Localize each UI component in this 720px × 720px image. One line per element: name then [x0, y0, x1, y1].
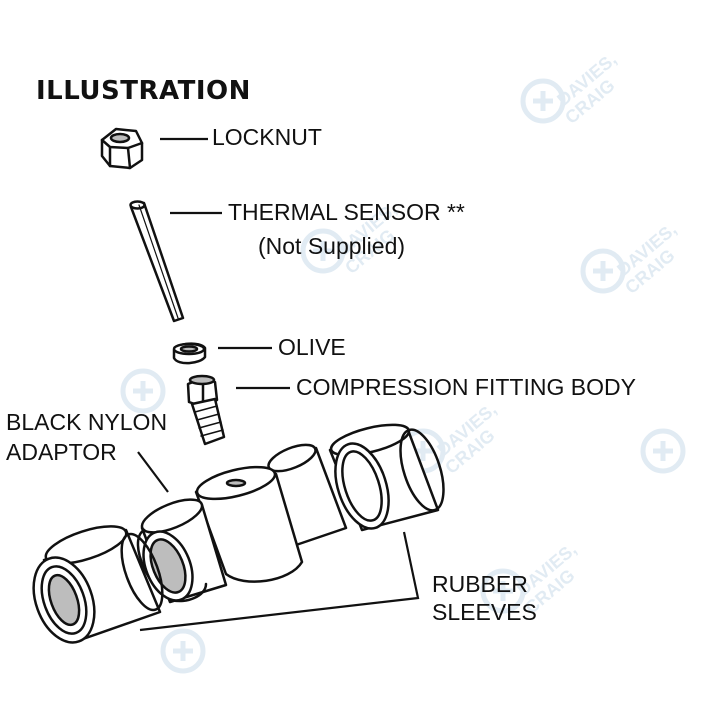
- black-nylon-adaptor-part: [136, 443, 348, 604]
- thermal-sensor-label: THERMAL SENSOR **: [228, 199, 465, 225]
- thermal-sensor-part: [129, 200, 185, 323]
- davies-craig-logo-icon: [160, 628, 206, 674]
- olive-label: OLIVE: [278, 334, 346, 360]
- locknut-label: LOCKNUT: [212, 124, 322, 150]
- illustration-heading: ILLUSTRATION: [36, 76, 251, 106]
- rubber-sleeves-label-line2: SLEEVES: [432, 599, 537, 625]
- not-supplied-note: (Not Supplied): [258, 233, 406, 259]
- watermark: DAVIES, CRAIG: [580, 219, 700, 300]
- adaptor-label-line1: BLACK NYLON: [6, 409, 168, 435]
- watermark: DAVIES, CRAIG: [520, 49, 640, 130]
- davies-craig-logo-icon: [300, 228, 346, 274]
- watermark: DAVIES, CRAIG: [480, 539, 600, 620]
- watermark: [640, 420, 720, 480]
- davies-craig-logo-icon: [580, 248, 626, 294]
- adaptor-label-line2: ADAPTOR: [6, 439, 117, 465]
- adaptor-leader: [137, 451, 169, 493]
- watermark: DAVIES, CRAIG: [300, 199, 420, 280]
- rubber-sleeves-label-line1: RUBBER: [432, 571, 528, 597]
- watermark: [120, 360, 240, 420]
- rubber-sleeve-left-part: [32, 525, 164, 644]
- davies-craig-logo-icon: [640, 428, 686, 474]
- sleeves-leader: [139, 531, 420, 632]
- davies-craig-logo-icon: [520, 78, 566, 124]
- davies-craig-logo-icon: [480, 568, 526, 614]
- compression-fitting-body-part: [186, 374, 226, 446]
- watermark: [160, 620, 280, 680]
- davies-craig-logo-icon: [120, 368, 166, 414]
- locknut-part: [100, 127, 144, 170]
- compression-fitting-body-label: COMPRESSION FITTING BODY: [296, 374, 636, 400]
- olive-part: [172, 342, 207, 365]
- rubber-sleeve-right-part: [328, 423, 445, 532]
